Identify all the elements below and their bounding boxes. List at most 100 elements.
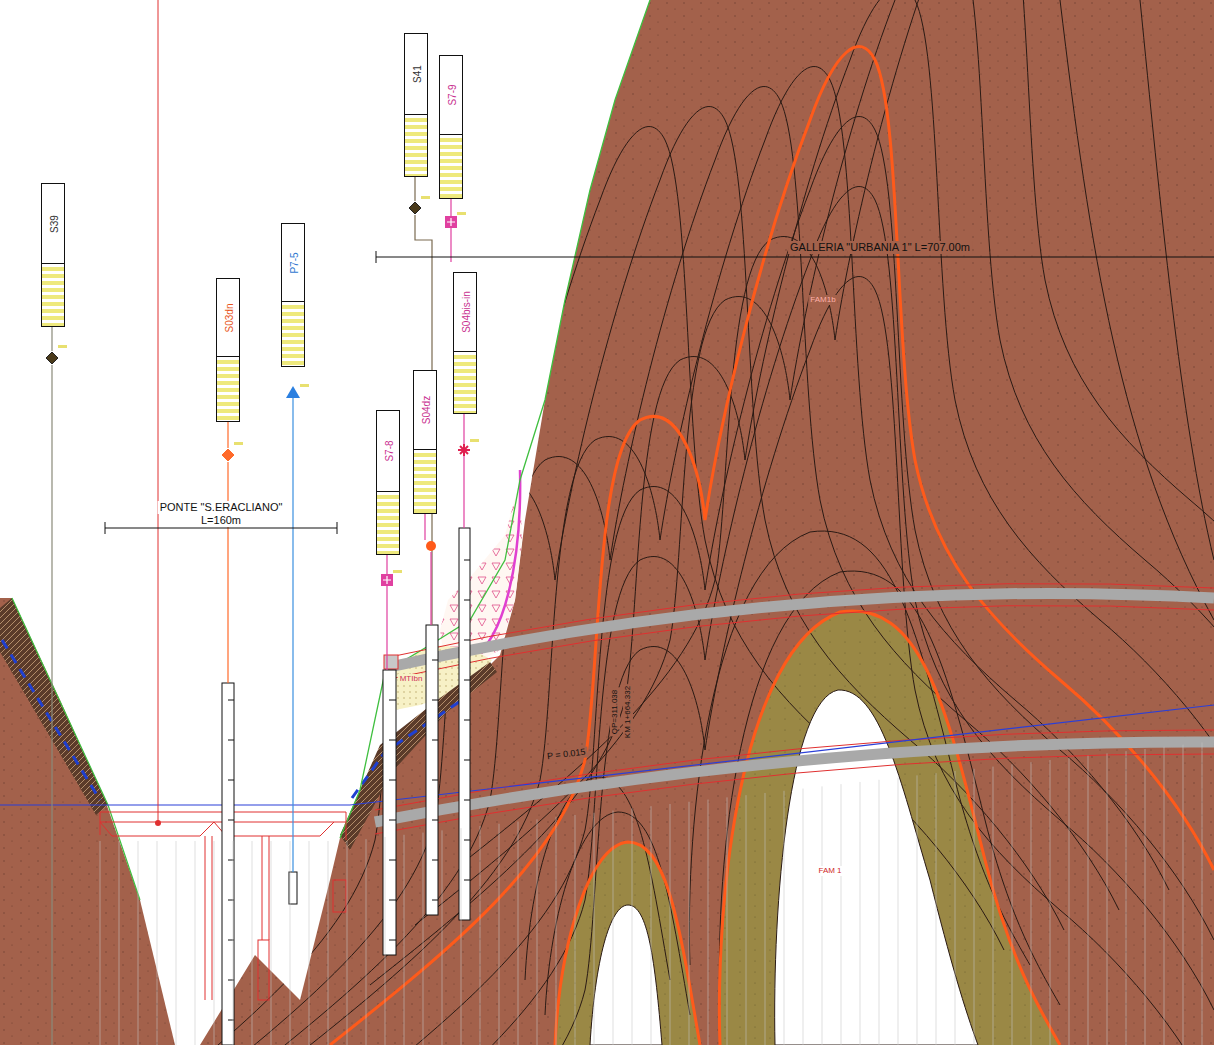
symbol-cross — [383, 576, 391, 584]
grid-line — [214, 841, 215, 1045]
borehole-column: S04bis-in — [453, 272, 477, 414]
borehole-log — [222, 683, 234, 1045]
borehole-leader — [425, 514, 431, 625]
symbol-flag — [58, 345, 67, 348]
grid-line — [803, 789, 804, 1045]
symbol-flag — [300, 384, 309, 387]
axis-point — [155, 820, 161, 826]
symbol-flag — [470, 439, 479, 442]
grid-line — [936, 773, 937, 1045]
grid-line — [993, 767, 994, 1045]
grid-line — [290, 841, 291, 1045]
axis-line — [158, 0, 159, 823]
tunnel-band — [385, 593, 1214, 668]
log-strip — [440, 134, 462, 198]
marl-band — [719, 611, 1060, 1045]
borehole-symbol — [445, 216, 457, 228]
borehole-id: S7-9 — [447, 84, 458, 105]
grid-line — [271, 841, 272, 1045]
bedding-line — [330, 117, 1214, 1045]
grid-line — [898, 778, 899, 1045]
borehole-symbol — [426, 541, 436, 551]
debris-band — [340, 662, 497, 850]
section-grid — [100, 742, 1202, 1045]
grid-line — [347, 841, 348, 1045]
piezometer-leader — [292, 398, 293, 872]
grid-line — [860, 782, 861, 1045]
label-holder: MTIbn — [398, 668, 425, 684]
grid-line — [328, 841, 329, 1045]
borehole-symbol — [46, 352, 58, 364]
grid-line — [1088, 756, 1089, 1045]
borehole-id: S39 — [49, 215, 60, 233]
log-strip — [42, 263, 64, 326]
grid-line — [1126, 751, 1127, 1045]
grid-line — [1164, 747, 1165, 1045]
grid-line — [1050, 760, 1051, 1045]
piezometer-symbol — [286, 386, 300, 398]
borehole-id: S7-8 — [384, 440, 395, 461]
grid-line — [708, 800, 709, 1045]
label-holder: S03dn — [220, 303, 236, 332]
grid-line — [423, 833, 424, 1045]
grid-line — [632, 808, 633, 1045]
symbol-cross — [447, 218, 455, 226]
grid-line — [575, 815, 576, 1045]
borehole-column: S03dn — [216, 278, 240, 422]
log-strip — [414, 449, 436, 513]
grid-line — [233, 841, 234, 1045]
grid-line — [917, 775, 918, 1045]
borehole-leader — [386, 555, 387, 670]
label-holder: P = 0.015 — [544, 741, 588, 762]
borehole-column: S7-9 — [439, 55, 463, 199]
label-holder: S04bis-in — [457, 291, 473, 333]
grid-line — [955, 771, 956, 1045]
abutment — [333, 880, 346, 912]
grid-line — [480, 826, 481, 1045]
borehole-column: S04dz — [413, 370, 437, 514]
grid-line — [765, 793, 766, 1045]
log-strip — [405, 114, 427, 176]
dimension-label: PONTE "S.ERACLIANO" — [158, 501, 285, 514]
grid-line — [252, 841, 253, 1045]
formation-label: FAM1b — [808, 295, 837, 305]
borehole-leader — [450, 199, 451, 262]
borehole-id: S41 — [412, 65, 423, 83]
grid-line — [1145, 749, 1146, 1045]
bedding-line — [235, 87, 1119, 1045]
borehole-leader — [463, 414, 464, 528]
grid-line — [613, 811, 614, 1045]
grid-line — [1031, 762, 1032, 1045]
symbol-flag — [421, 196, 430, 199]
formation-label: FAM 1 — [816, 866, 843, 876]
portal — [384, 655, 398, 669]
ground-line — [12, 598, 140, 900]
grid-line — [119, 841, 120, 1045]
log-strip — [454, 351, 476, 413]
borehole-column: P7-5 — [281, 223, 305, 367]
label-holder: S7-8 — [380, 440, 396, 461]
grid-line — [1012, 764, 1013, 1045]
pier-foundation — [258, 940, 269, 1000]
gradient-label: P = 0.015 — [544, 746, 588, 762]
formation-boundary — [330, 47, 1214, 1045]
label-holder: FAM 1 — [816, 860, 843, 876]
main-rock-mass — [200, 0, 1214, 1045]
bedding-line — [120, 127, 1004, 1045]
formation-boundary — [555, 842, 700, 1045]
borehole-log — [426, 625, 438, 915]
tunnel-outline — [385, 605, 1214, 680]
log-strip — [377, 491, 399, 554]
formation-label: MTIbn — [398, 674, 425, 684]
grid-line — [651, 806, 652, 1045]
elevation-label: QP=311.038 — [610, 688, 620, 737]
grid-line — [689, 802, 690, 1045]
borehole-column: S7-8 — [376, 410, 400, 555]
grid-line — [385, 837, 386, 1045]
grid-line — [594, 813, 595, 1045]
grid-line — [841, 784, 842, 1045]
borehole-symbol — [222, 449, 234, 461]
